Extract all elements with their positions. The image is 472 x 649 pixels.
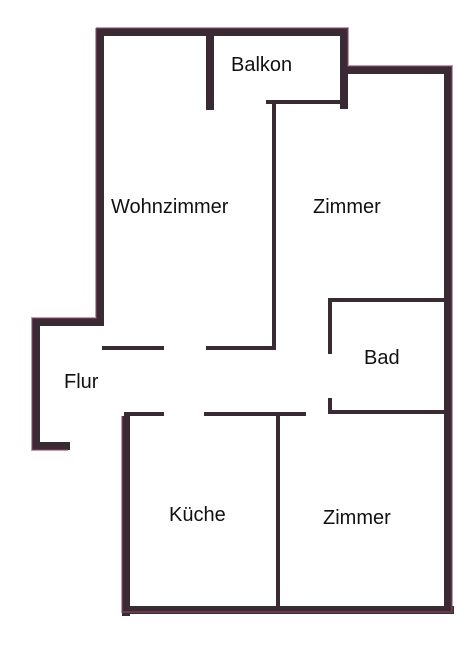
room-label-zimmer-top: Zimmer	[313, 196, 381, 218]
room-label-kueche: Küche	[169, 504, 226, 526]
room-label-flur: Flur	[64, 371, 99, 393]
room-label-balkon: Balkon	[231, 54, 293, 76]
room-label-bad: Bad	[364, 347, 400, 369]
room-label-wohnzimmer: Wohnzimmer	[111, 196, 229, 218]
outer-walls	[32, 28, 454, 616]
inner-walls	[102, 100, 450, 610]
outer-wall-tint	[31, 27, 453, 613]
room-label-zimmer-bottom: Zimmer	[323, 507, 391, 529]
